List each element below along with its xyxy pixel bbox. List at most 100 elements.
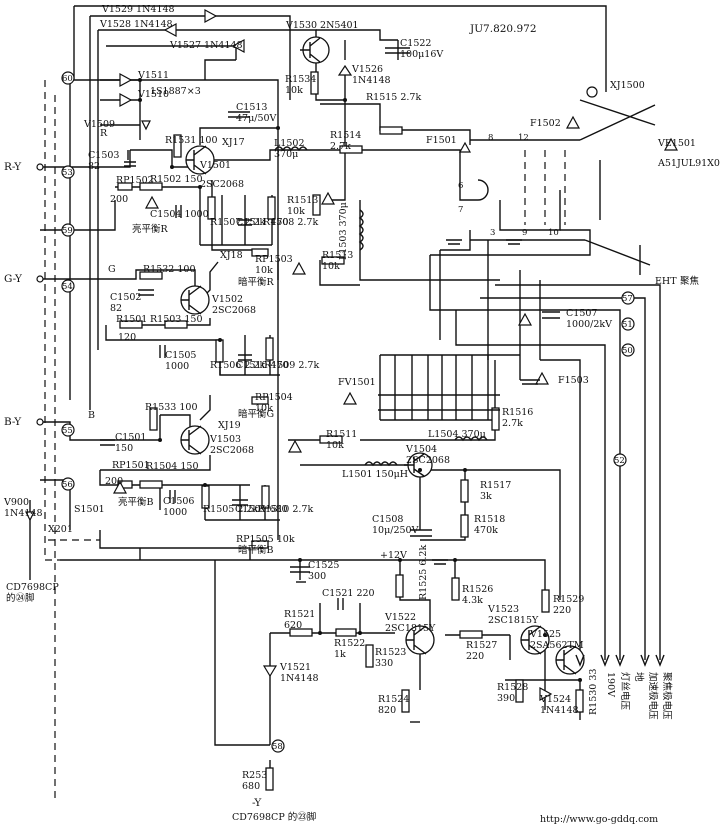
label-R1503: R1503 150 <box>150 314 202 325</box>
transistor-V1501 <box>185 145 215 175</box>
diode-V900 <box>25 511 35 522</box>
transistor-V1503 <box>180 425 210 455</box>
pin-51: 51 <box>622 320 633 330</box>
capacitor-C1511 <box>238 219 252 226</box>
capacitor-C1525 <box>290 566 310 573</box>
resistor-R1502 <box>139 182 163 191</box>
label-R1502: R1502 150 <box>150 174 202 185</box>
spark-gap-array <box>378 394 500 411</box>
junctions <box>138 78 582 682</box>
label-V1528: V1528 1N4148 <box>99 19 173 30</box>
label-R1505: R1505 2.2k <box>203 504 258 515</box>
capacitor-C1521 <box>337 598 344 610</box>
pot-RP1503 <box>251 248 269 257</box>
label-R1533: R1533 100 <box>145 402 197 413</box>
dashed-lines <box>44 80 100 800</box>
connector-pins <box>36 71 635 753</box>
transistor-V1530 <box>300 36 330 64</box>
resistor-R1528 <box>515 679 524 703</box>
warning-f1501 <box>458 141 472 153</box>
label-ic: 1S1887×3 <box>150 86 201 97</box>
label-FV1501: FV1501 <box>338 377 376 388</box>
label-XJ19: XJ19 <box>218 420 241 431</box>
label-R1508: R1508 2.7k <box>263 217 318 228</box>
capacitor-C1509 <box>232 499 248 506</box>
right-190v: 190V <box>605 672 616 697</box>
inductor-L1504 <box>454 436 488 442</box>
crt-pin-7: 7 <box>458 205 463 215</box>
crt-fuse: F1502 <box>530 118 561 129</box>
label-C1510: C1510 470 <box>236 360 289 371</box>
label-R1532: R1532 100 <box>143 264 195 275</box>
label-XJ17: XJ17 <box>222 137 245 148</box>
capacitor-C1505 <box>159 345 166 358</box>
transistor-V1522 <box>405 625 435 655</box>
pin-57: 57 <box>622 294 633 304</box>
resistor-R1516 <box>491 407 500 431</box>
input-r-y: R-Y <box>4 161 22 173</box>
resistor-R1527 <box>459 630 483 639</box>
label-L1504: L1504 370μ <box>428 429 486 440</box>
capacitor-C1513 <box>228 111 250 118</box>
resistor-R1530 <box>575 689 584 713</box>
capacitor-C1508 <box>410 529 432 537</box>
crt-pin-6: 6 <box>458 181 463 191</box>
label-T2SC2068a: 2SC2068 <box>200 179 244 190</box>
label-v120: 120 <box>118 332 136 343</box>
diode-V1529 <box>204 8 218 24</box>
label-R1501: R1501 <box>116 314 147 325</box>
input-minus-y: -Y <box>252 797 262 809</box>
crt-pin-3: 3 <box>490 228 495 238</box>
pin-55: 55 <box>62 426 73 436</box>
label-bright-b: 亮平衡B <box>118 496 154 508</box>
warning-f1503 <box>534 371 550 385</box>
resistor-R1515 <box>379 126 403 135</box>
transistor-V1525 <box>555 645 585 675</box>
capacitor-C1503 <box>124 150 136 167</box>
crt-model: A51JUL91X05 <box>657 158 720 169</box>
resistor-R1532 <box>139 271 163 280</box>
diode-V1524 <box>539 686 553 702</box>
doc-number: JU7.820.972 <box>469 23 537 35</box>
label-R1504: R1504 150 <box>146 461 198 472</box>
pot-RP1505 <box>251 540 269 549</box>
signal-r: R <box>100 128 108 139</box>
capacitor-C1504 <box>175 205 182 218</box>
inductor-L1501 <box>364 461 398 467</box>
label-V1510: V1510 <box>137 89 169 100</box>
label-R1506: R1506 2.2k <box>210 360 265 371</box>
diode-V1527 <box>231 38 245 54</box>
capacitor-C1507 <box>542 311 560 319</box>
pin-59: 59 <box>62 226 73 236</box>
label-F1501: F1501 <box>426 135 457 146</box>
resistor-R1518 <box>460 514 469 538</box>
label-R1515: R1515 2.7k <box>366 92 421 103</box>
label-R1510: R1510 2.7k <box>258 504 313 515</box>
warning-r1513 <box>320 191 336 205</box>
resistor-R1509 <box>265 337 274 361</box>
pin-52: 52 <box>614 456 625 466</box>
note-cd-pin23: CD7698CP 的㉓脚 <box>232 811 316 823</box>
pot-RP1504 <box>251 396 269 405</box>
label-dark-r: 暗平衡R <box>238 276 275 288</box>
warning-rp1502 <box>144 195 160 209</box>
